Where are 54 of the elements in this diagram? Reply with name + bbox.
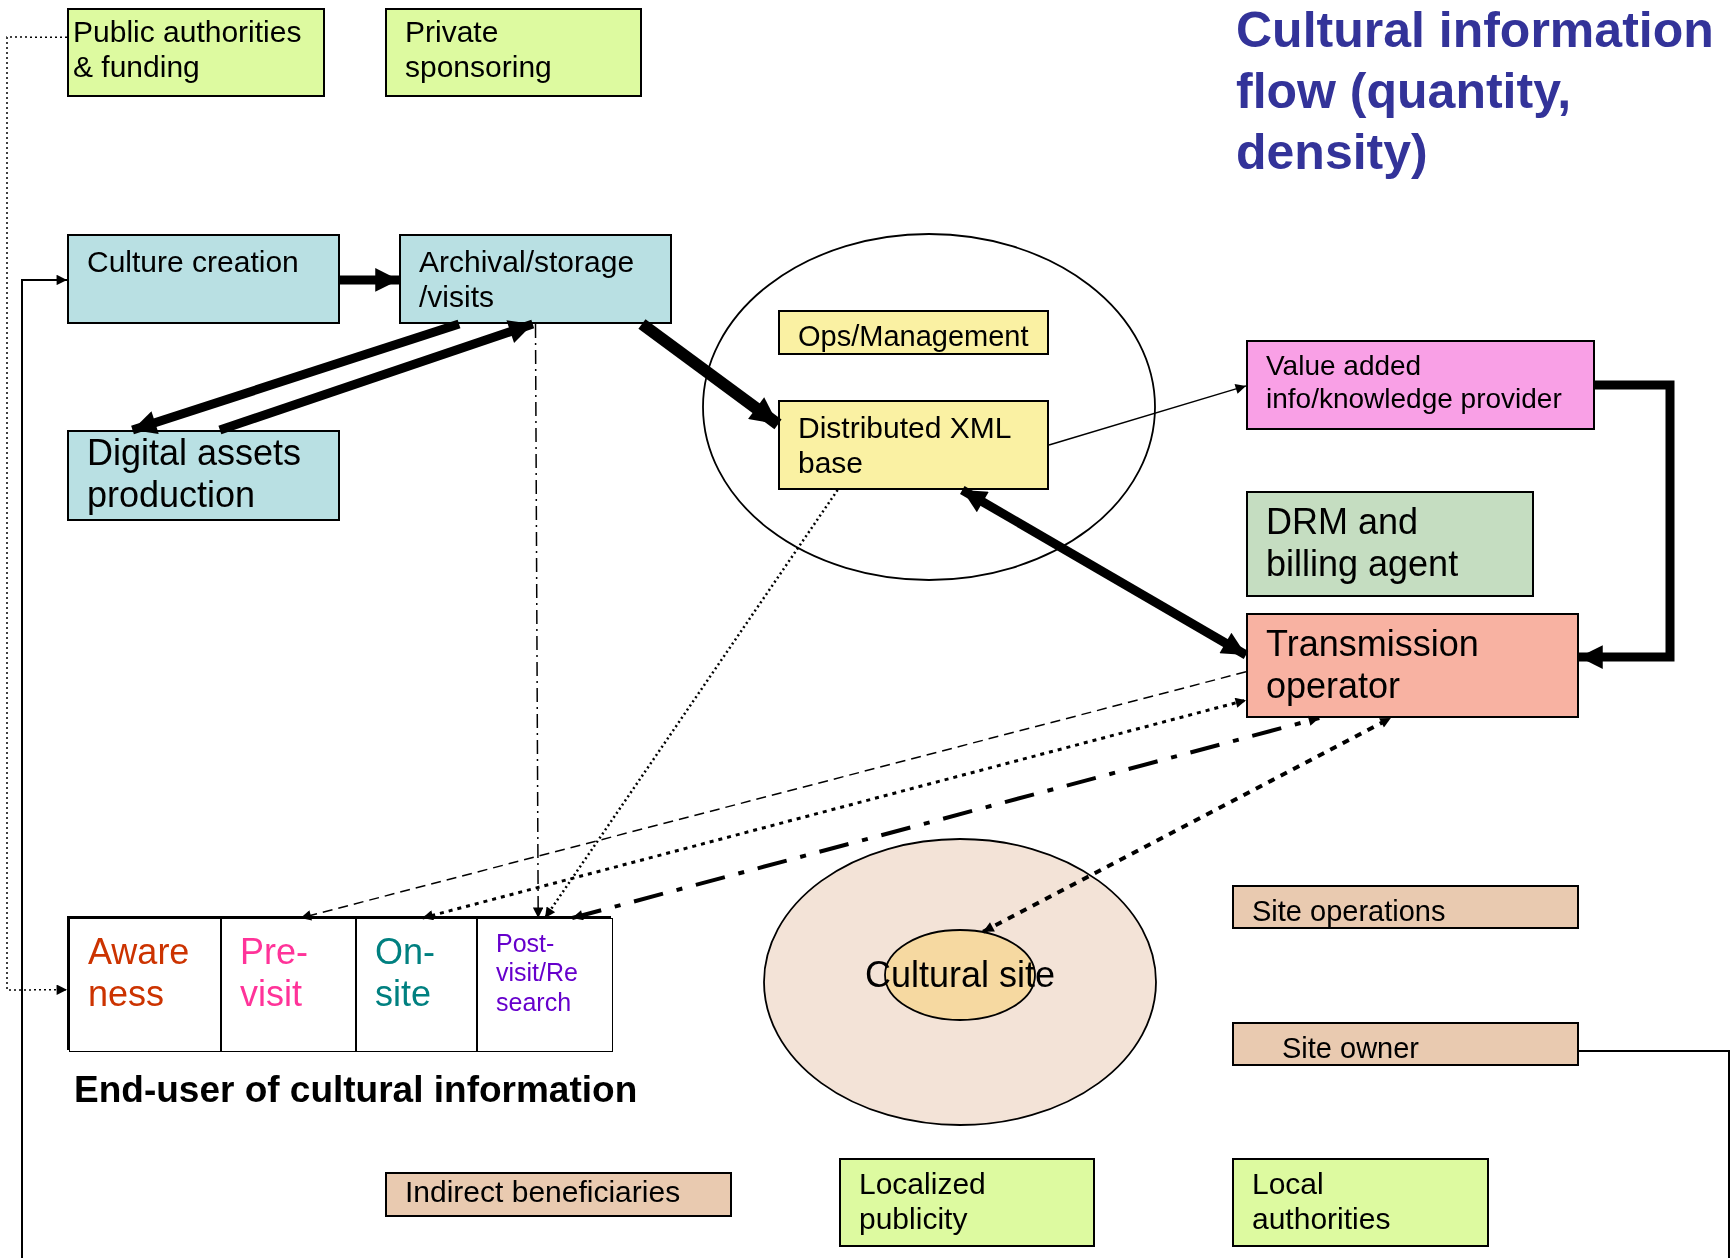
node-label: Post- visit/Re search [496, 929, 579, 1017]
node-label: Ops/Management [798, 320, 1029, 354]
arrow [340, 268, 399, 292]
funding-box [839, 1158, 1095, 1247]
arrow [960, 486, 1249, 659]
funding-box [1232, 1158, 1489, 1247]
role-box [1232, 885, 1579, 929]
arrow [1048, 383, 1247, 446]
arrow [1579, 380, 1675, 669]
arrow [571, 715, 1320, 921]
provider-box [1246, 340, 1595, 430]
node-label: On- site [375, 931, 436, 1016]
stage-cell [356, 918, 477, 1052]
node-label: Local authorities [1252, 1166, 1392, 1237]
funding-box [67, 8, 325, 97]
agent-box [1246, 491, 1534, 597]
node-label: Distributed XML base [798, 410, 1012, 481]
group-heading: End-user of cultural information [74, 1068, 638, 1112]
node-label: Site owner [1282, 1032, 1420, 1066]
node-label: DRM and billing agent [1266, 501, 1460, 586]
arrow [21, 274, 1730, 1258]
arrow [422, 697, 1247, 921]
node-label: Aware ness [88, 931, 191, 1016]
operator-box [1246, 613, 1579, 718]
component-box [778, 310, 1049, 355]
process-box [67, 430, 340, 521]
arrow [543, 489, 839, 919]
arrow [638, 319, 782, 430]
node-label: Archival/storage /visits [419, 244, 636, 315]
title: Cultural information flow (quantity, density) [1236, 1, 1715, 182]
arrow [218, 319, 535, 435]
process-box [399, 234, 672, 324]
node-label: Site operations [1252, 895, 1447, 929]
node-label: Public authorities & funding [73, 14, 303, 85]
node-label: Localized publicity [859, 1166, 987, 1237]
arrow [982, 716, 1392, 934]
stage-cell [69, 918, 221, 1052]
arrow [6, 36, 68, 995]
node-label: Value added info/knowledge provider [1266, 350, 1563, 416]
node-label: Private sponsoring [405, 14, 553, 85]
process-box [67, 234, 340, 324]
funding-box [385, 8, 642, 97]
node-label: Culture creation [87, 244, 300, 280]
node-label: Transmission operator [1266, 623, 1480, 708]
stage-cell [477, 918, 613, 1052]
node-label: Indirect beneficiaries [405, 1174, 682, 1210]
stage-cell [221, 918, 356, 1052]
role-box [385, 1172, 732, 1217]
arrow [131, 319, 461, 435]
component-box [778, 400, 1049, 490]
node-label: Digital assets production [87, 432, 303, 517]
node-label: Pre- visit [240, 931, 309, 1016]
role-box [1232, 1022, 1579, 1066]
arrow [532, 323, 544, 919]
